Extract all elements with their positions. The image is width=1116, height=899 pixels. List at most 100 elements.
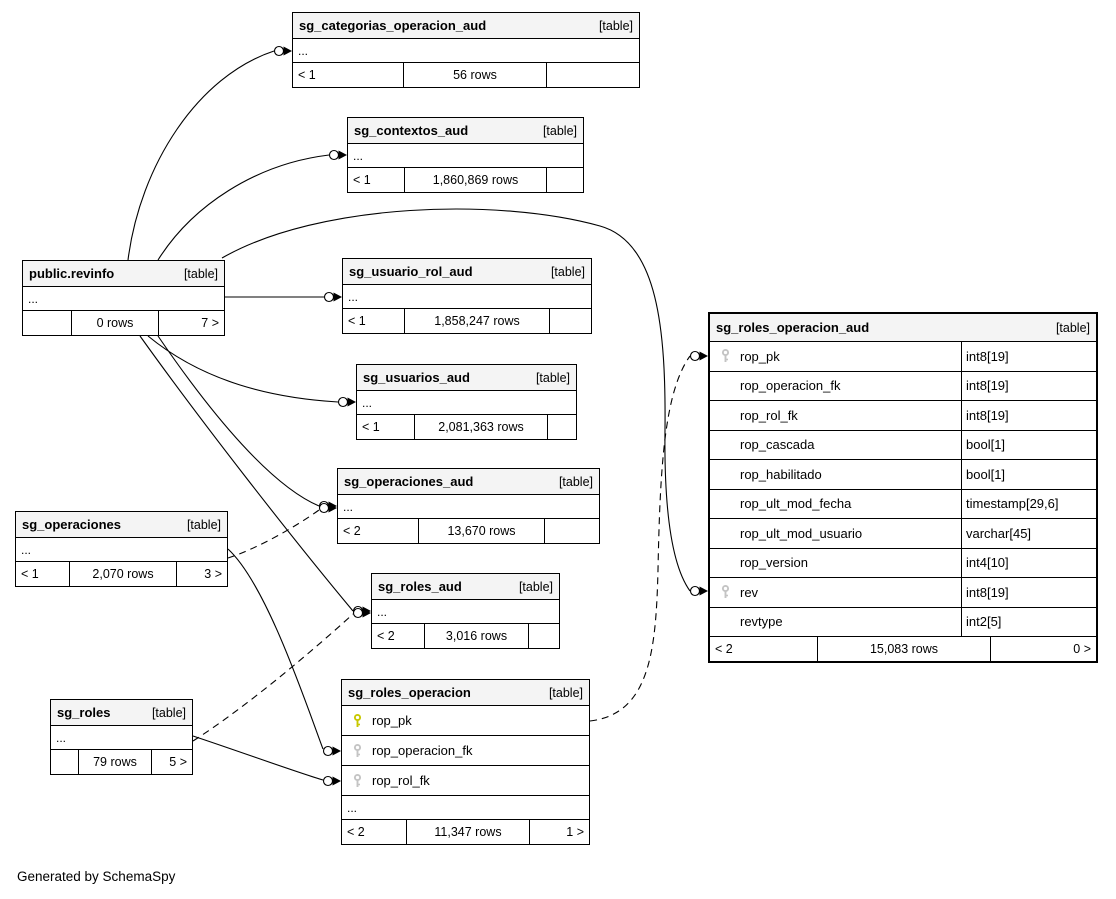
column-type: int8[19] — [961, 401, 1096, 430]
primary-key-icon — [353, 713, 361, 727]
column-type: int2[5] — [961, 607, 1096, 636]
relationship-sg_operaciones-to-sg_roles_operacion.rop_operacion_fk — [227, 548, 341, 757]
rows-count: 0 rows — [71, 311, 158, 335]
ellipsis-row: ... — [23, 287, 224, 311]
column-name: rop_pk — [372, 713, 412, 728]
rows-count: 2,070 rows — [69, 562, 176, 586]
rows-count: 15,083 rows — [817, 637, 990, 661]
column-row-rop_rol_fk: rop_rol_fk — [342, 766, 589, 796]
relationship-public.revinfo-to-sg_roles_operacion_aud.rev — [221, 208, 708, 597]
relationship-sg_roles_operacion.rop_pk-to-sg_roles_operacion_aud.rop_pk — [589, 350, 708, 722]
rows-count: 79 rows — [78, 750, 151, 774]
table-header: sg_contextos_aud[table] — [348, 118, 583, 144]
table-tag: [table] — [151, 705, 186, 720]
table-name: sg_categorias_operacion_aud — [299, 18, 487, 33]
column-row-rop_ult_mod_fecha: rop_ult_mod_fecha timestamp[29,6] — [710, 489, 1096, 519]
generator-credit: Generated by SchemaSpy — [17, 869, 176, 884]
table-tag: [table] — [558, 474, 593, 489]
rows-count: 56 rows — [403, 63, 546, 87]
table-header: sg_operaciones[table] — [16, 512, 227, 538]
parents-count: < 1 — [21, 567, 39, 581]
relationship-sg_roles-to-sg_roles_aud — [192, 607, 371, 742]
table-name: sg_usuario_rol_aud — [349, 264, 473, 279]
rows-count: 11,347 rows — [406, 820, 529, 844]
key-cell — [710, 348, 740, 364]
ellipsis-row: ... — [348, 144, 583, 168]
parents-count: < 1 — [353, 173, 371, 187]
foreign-key-icon — [721, 349, 729, 363]
column-name: rop_habilitado — [740, 466, 822, 482]
parents-count — [23, 311, 71, 335]
table-name: sg_roles — [57, 705, 111, 720]
table-header: sg_usuario_rol_aud [table] — [343, 259, 591, 285]
parents-count: < 1 — [362, 420, 380, 434]
children-count: 0 > — [990, 637, 1096, 661]
parents-count: < 1 — [298, 68, 316, 82]
foreign-key-icon — [353, 743, 361, 757]
children-count — [546, 168, 583, 192]
table-name: sg_usuarios_aud — [363, 370, 470, 385]
relationship-public.revinfo-to-sg_usuario_rol_aud — [225, 291, 342, 303]
column-type: timestamp[29,6] — [961, 489, 1096, 518]
column-name: rop_ult_mod_usuario — [740, 525, 863, 541]
ellipsis-row: ... — [16, 538, 227, 562]
ellipsis-row: ... — [357, 391, 576, 415]
column-name: rop_rol_fk — [372, 773, 430, 788]
column-name: rev — [740, 584, 759, 600]
table-header: sg_usuarios_aud[table] — [357, 365, 576, 391]
table-name: sg_roles_operacion — [348, 685, 471, 700]
ellipsis-label: ... — [343, 499, 354, 514]
foreign-key-icon — [721, 585, 729, 599]
column-name: rop_version — [740, 555, 808, 571]
ellipsis-row: ... — [338, 495, 599, 519]
ellipsis-row: ... — [372, 600, 559, 624]
rows-count: 13,670 rows — [418, 519, 544, 543]
table-sg_categorias_operacion_aud[interactable]: sg_categorias_operacion_aud[table]...< 1… — [292, 12, 640, 88]
table-header: sg_roles_aud[table] — [372, 574, 559, 600]
parents-count: < 2 — [715, 642, 733, 656]
key-cell — [342, 773, 372, 789]
table-header: sg_roles_operacion[table] — [342, 680, 589, 706]
column-type: int8[19] — [961, 578, 1096, 607]
column-type: int8[19] — [961, 371, 1096, 400]
children-count — [528, 624, 559, 648]
column-name: rop_ult_mod_fecha — [740, 496, 852, 512]
table-tag: [table] — [1055, 320, 1090, 335]
table-tag: [table] — [550, 264, 585, 279]
ellipsis-label: ... — [348, 289, 359, 304]
parents-count: < 2 — [347, 825, 365, 839]
table-sg_roles_operacion[interactable]: sg_roles_operacion[table] rop_pk rop_opera… — [341, 679, 590, 845]
table-footer: < 1 56 rows — [293, 63, 639, 87]
relationship-public.revinfo-to-sg_contextos_aud — [157, 149, 347, 261]
column-row-rop_operacion_fk: rop_operacion_fk — [342, 736, 589, 766]
column-type: bool[1] — [961, 430, 1096, 459]
children-count — [547, 415, 576, 439]
table-name: public.revinfo — [29, 266, 115, 281]
relationship-public.revinfo-to-sg_operaciones_aud — [157, 335, 337, 512]
relationship-public.revinfo-to-sg_usuarios_aud — [147, 335, 356, 408]
table-tag: [table] — [598, 18, 633, 33]
key-cell — [342, 713, 372, 729]
table-name: sg_roles_operacion_aud — [716, 320, 870, 335]
table-header: public.revinfo[table] — [23, 261, 224, 287]
children-count: 1 > — [529, 820, 589, 844]
